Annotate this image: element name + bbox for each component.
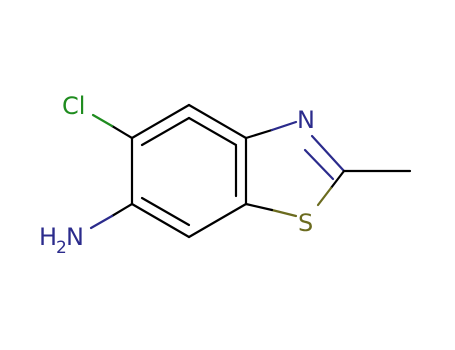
bond-c4-c5 [187,103,248,140]
amine-subscript: 2 [56,238,67,258]
bond-c5-n [244,128,274,140]
bond-inner-1 [187,116,238,147]
bond-s-c6 [270,208,298,218]
bond-c3-cl-green [91,113,114,128]
bond-n-c2-inner [303,148,335,181]
bond-c6-c7 [187,202,248,239]
ring-nitrogen-label: N [297,106,315,134]
bond-c3-cl-black [110,124,134,140]
bond-c8-n-blue [89,214,114,230]
bond-c7-c8 [130,202,191,239]
bond-inner-3 [140,196,191,227]
bond-c3-c4 [130,103,191,140]
chlorine-label: Cl [62,92,85,120]
bond-inner-4 [140,116,191,147]
amine-n-label: N [66,223,84,251]
thiazole-ring [244,120,346,218]
bond-c8-n-black [110,202,134,218]
amine-h-label: H [39,223,57,251]
bond-c5-n-2 [270,120,298,132]
benzene-ring [130,103,248,239]
ring-sulfur-label: S [298,209,313,237]
bond-s-c6-2 [244,202,274,212]
bond-c2-s [329,169,346,190]
bond-n-c2 [310,134,346,173]
bond-c2-s-2 [316,186,333,207]
